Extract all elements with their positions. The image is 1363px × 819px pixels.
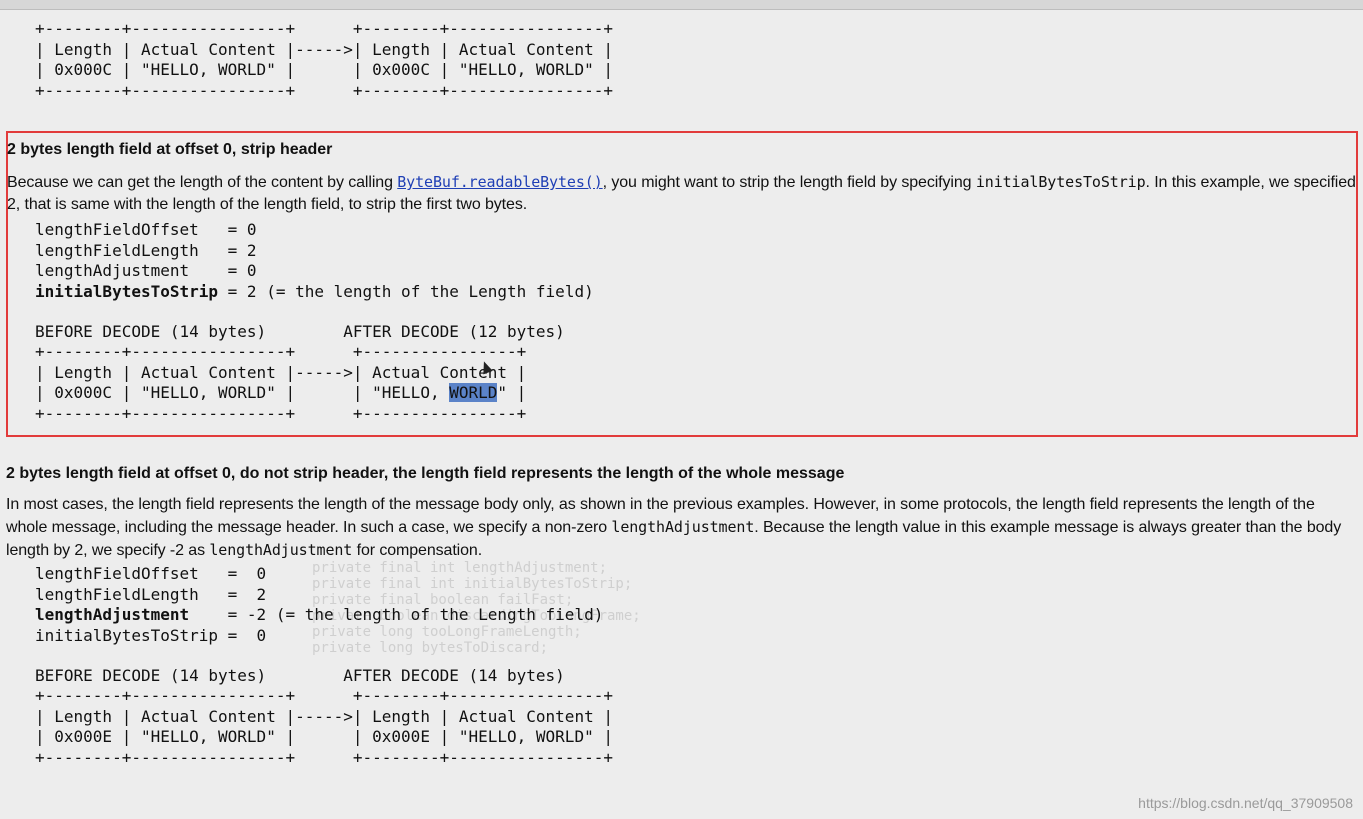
after-decode-label: AFTER DECODE (12 bytes): [343, 322, 565, 341]
config-line: = -2 (= the length of the Length field): [189, 605, 604, 624]
diagram-line: +--------+----------------+ +-----------…: [35, 403, 527, 423]
diagram-line: +--------+----------------+ +--------+--…: [35, 686, 613, 705]
text-selection[interactable]: WORLD: [449, 383, 498, 402]
highlight-box: [6, 131, 1358, 437]
before-decode-label: BEFORE DECODE (14 bytes): [35, 322, 267, 341]
diagram-line: +--------+----------------+ +-----------…: [35, 342, 527, 361]
config-block-whole-message: lengthFieldOffset = 0 lengthFieldLength …: [35, 564, 603, 646]
diagram-strip-header: +--------+----------------+ +-----------…: [35, 342, 526, 424]
paragraph-text: . Because the length value in this examp…: [6, 519, 1342, 559]
paragraph-text: . In this example, we specified 2, that …: [7, 174, 1356, 213]
paragraph-text: , you might want to strip the length fie…: [602, 174, 976, 191]
config-line: initialBytesToStrip = 0: [35, 625, 267, 645]
diagram-line: " |: [497, 383, 527, 402]
diagram-line: | 0x000C | "HELLO, WORLD" | | "HELLO,: [35, 383, 450, 402]
section-paragraph-whole-message: In most cases, the length field represen…: [6, 494, 1358, 562]
background-editor-ghost: private final int lengthAdjustment; priv…: [312, 560, 641, 656]
diagram-line: | Length | Actual Content |----->| Lengt…: [35, 706, 613, 726]
section-heading-strip-header: 2 bytes length field at offset 0, strip …: [7, 141, 333, 158]
paragraph-text: In most cases, the length field represen…: [6, 496, 1315, 536]
config-key-bold: lengthAdjustment: [35, 605, 190, 624]
diagram-whole-message: +--------+----------------+ +--------+--…: [35, 686, 613, 768]
config-key-bold: initialBytesToStrip: [35, 281, 219, 301]
diagram-line: | 0x000C | "HELLO, WORLD" | | 0x000C | "…: [35, 60, 613, 79]
top-diagram: +--------+----------------+ +--------+--…: [35, 19, 613, 101]
config-line: lengthAdjustment = 0: [35, 261, 257, 280]
inline-code: initialBytesToStrip: [975, 173, 1146, 191]
decode-labels-strip-header: BEFORE DECODE (14 bytes) AFTER DECODE (1…: [35, 322, 565, 343]
after-decode-label: AFTER DECODE (14 bytes): [343, 666, 565, 685]
config-line: lengthFieldLength = 2: [35, 584, 267, 604]
diagram-line: | 0x000E | "HELLO, WORLD" | | 0x000E | "…: [35, 727, 613, 746]
section-paragraph-strip-header: Because we can get the length of the con…: [7, 171, 1357, 216]
diagram-line: +--------+----------------+ +--------+--…: [35, 19, 613, 38]
readablebytes-link[interactable]: ByteBuf.readableBytes(): [397, 173, 603, 191]
config-line: lengthFieldLength = 2: [35, 240, 257, 260]
watermark: https://blog.csdn.net/qq_37909508: [1138, 795, 1353, 811]
inline-code: lengthAdjustment: [611, 518, 755, 536]
config-line: = 2 (= the length of the Length field): [218, 281, 594, 301]
diagram-line: +--------+----------------+ +--------+--…: [35, 747, 613, 767]
inline-code: lengthAdjustment: [209, 541, 353, 559]
diagram-line: +--------+----------------+ +--------+--…: [35, 80, 613, 100]
paragraph-text: for compensation.: [352, 542, 483, 559]
before-decode-label: BEFORE DECODE (14 bytes): [35, 666, 267, 685]
diagram-line: | Length | Actual Content |----->| Actua…: [35, 362, 527, 382]
config-block-strip-header: lengthFieldOffset = 0 lengthFieldLength …: [35, 220, 594, 302]
diagram-line: | Length | Actual Content |----->| Lengt…: [35, 39, 613, 59]
section-heading-whole-message: 2 bytes length field at offset 0, do not…: [6, 465, 845, 482]
window-top-strip: [0, 0, 1363, 10]
config-line: lengthFieldOffset = 0: [35, 220, 257, 239]
config-line: lengthFieldOffset = 0: [35, 564, 267, 583]
paragraph-text: Because we can get the length of the con…: [7, 174, 398, 191]
decode-labels-whole-message: BEFORE DECODE (14 bytes) AFTER DECODE (1…: [35, 666, 565, 687]
